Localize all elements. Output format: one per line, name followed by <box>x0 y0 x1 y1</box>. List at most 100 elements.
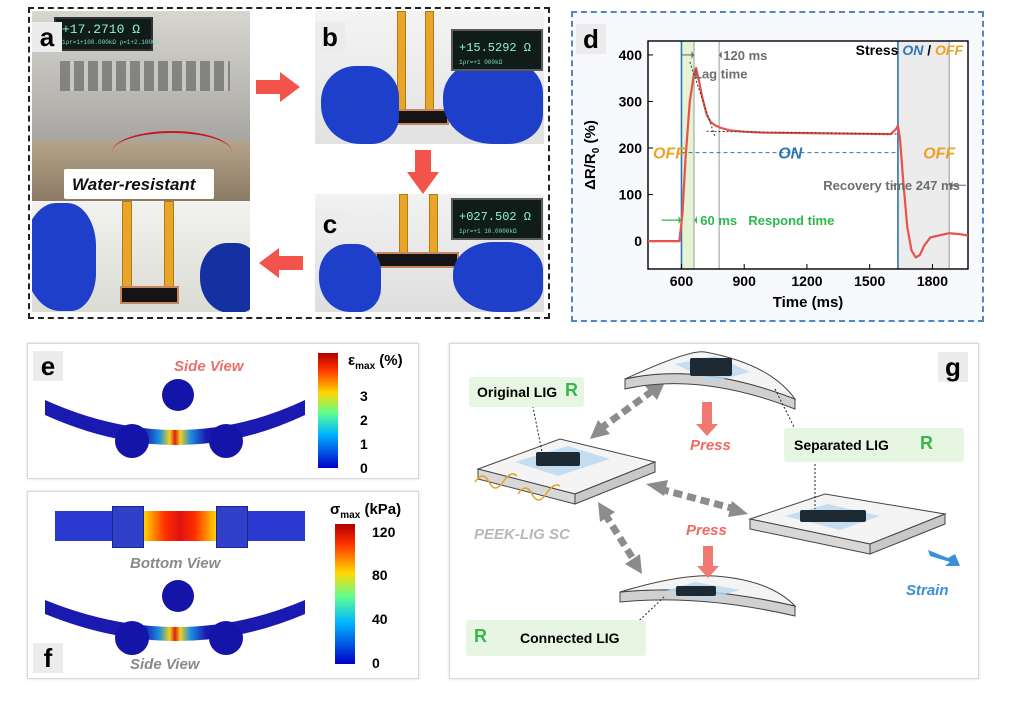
plot-frame <box>647 40 969 270</box>
beam-e <box>45 379 305 458</box>
meter-c-reading: +027.502 Ω <box>459 210 532 224</box>
label-original: Original LIG R <box>469 377 584 407</box>
legend-off: OFF <box>935 42 963 58</box>
panel-e-view: Side View <box>174 358 244 375</box>
meter-c: +027.502 Ω 1ρr=+1 10.0000kΩ <box>451 198 543 240</box>
arrow-b-c <box>407 150 439 194</box>
recovery-arrowhead <box>949 181 953 190</box>
knobs <box>60 61 230 91</box>
y-tick-label-0: 0 <box>634 233 642 249</box>
colorbar-f-tick-0: 120 <box>372 524 396 540</box>
label-separated-r: R <box>920 433 933 453</box>
arrow-c-a <box>259 248 303 278</box>
panel-f-view-top: Bottom View <box>130 555 221 572</box>
colorbar-e-sub: max <box>355 361 376 372</box>
film-a1 <box>122 201 132 293</box>
on-label: ON <box>778 146 802 163</box>
colorbar-e-unit: (%) <box>375 352 403 369</box>
recovery-label: Recovery time 247 ms <box>823 178 960 193</box>
roller-top-f <box>162 580 194 612</box>
respond-arrowhead-right <box>694 216 697 225</box>
meter-c-sub: 1ρr=+1 10.0000kΩ <box>459 228 517 235</box>
y-axis-label: ΔR/R0 (%) <box>582 120 602 190</box>
roller-left-f <box>115 621 149 655</box>
panel-b-label: b <box>315 22 345 52</box>
clamp-left-f <box>112 506 144 548</box>
clamp-right-f <box>216 506 248 548</box>
y-tick-label-1: 100 <box>619 187 643 203</box>
x-tick-label-4: 1800 <box>917 273 948 289</box>
colorbar-e <box>318 353 338 468</box>
label-original-text: Original LIG <box>477 384 558 400</box>
glove-a-left <box>32 203 96 311</box>
legend-stress: Stress <box>856 42 903 58</box>
x-tick-label-3: 1500 <box>854 273 885 289</box>
press-arrow-bottom <box>697 546 719 578</box>
board-right <box>748 493 947 555</box>
roller-left-e <box>115 424 149 458</box>
photo-c: +027.502 Ω 1ρr=+1 10.0000kΩ <box>315 194 544 312</box>
roller-right-e <box>209 424 243 458</box>
panel-a-label: a <box>32 22 62 52</box>
recovery-region <box>897 41 950 269</box>
label-connected-r: R <box>474 626 487 646</box>
meter-b-sub: 1ρr=+1 000kΩ <box>459 59 503 66</box>
meter-a-sub: 1ρr=1+100.000kΩ ρ=1+2.1000Ω <box>62 39 160 46</box>
colorbar-f-tick-2: 40 <box>372 611 388 627</box>
photo-a: +17.2710 Ω 1ρr=1+100.000kΩ ρ=1+2.1000Ω W… <box>32 11 250 312</box>
film-a2 <box>164 201 174 293</box>
y-axis-label-unit: (%) <box>582 120 599 148</box>
cables <box>112 131 232 173</box>
stress-legend: Stress ON / OFF <box>856 42 964 58</box>
label-separated-text: Separated LIG <box>794 437 889 453</box>
colorbar-f-title: σmax (kPa) <box>330 501 401 521</box>
schematic-g <box>474 351 960 650</box>
colorbar-f <box>335 524 355 664</box>
label-connected: R Connected LIG <box>466 620 646 656</box>
sensor-a <box>120 286 179 304</box>
colorbar-f-tick-3: 0 <box>372 655 380 671</box>
panel-f-label: f <box>33 643 63 673</box>
glove-c-left <box>319 244 381 312</box>
lag-arrowhead-right <box>719 50 722 59</box>
colorbar-f-sub: max <box>340 510 361 521</box>
x-tick-label-0: 600 <box>670 273 694 289</box>
respond-label: Respond time <box>748 213 834 228</box>
colorbar-e-tick-1: 2 <box>360 412 368 428</box>
meter-b: +15.5292 Ω 1ρr=+1 000kΩ <box>451 29 543 71</box>
colorbar-e-title: εmax (%) <box>348 352 403 372</box>
x-tick-label-1: 900 <box>733 273 757 289</box>
glove-c-right <box>453 242 543 312</box>
panel-d-label: d <box>576 24 606 54</box>
legend-on: ON <box>902 42 924 58</box>
caption-water-resistant: Water-resistant <box>72 175 196 194</box>
label-original-r: R <box>565 380 578 400</box>
arrow-a-b <box>256 72 300 102</box>
board-top <box>624 351 797 410</box>
press-label-top: Press <box>690 437 731 454</box>
off-label-left: OFF <box>653 146 686 163</box>
colorbar-e-tick-0: 3 <box>360 388 368 404</box>
panel-f-view-bottom: Side View <box>130 656 200 673</box>
arrow-orig-bottom <box>598 502 642 574</box>
film-c2 <box>429 194 438 258</box>
photo-b: +15.5292 Ω 1ρr=+1 000kΩ <box>315 11 544 144</box>
lag-arrowhead-left <box>691 50 695 59</box>
off-label-right: OFF <box>923 146 956 163</box>
meter-a-reading: +17.2710 Ω <box>62 22 141 37</box>
board-bottom <box>619 575 797 617</box>
press-label-bottom: Press <box>686 522 727 539</box>
film-c1 <box>399 194 408 258</box>
legend-sep: / <box>923 42 935 58</box>
colorbar-f-tick-1: 80 <box>372 567 388 583</box>
beam-f <box>45 580 305 655</box>
respond-value: 60 ms <box>700 213 737 228</box>
y-axis-label-main: ΔR/R <box>582 153 599 190</box>
glove-b-left <box>321 66 399 144</box>
panel-c-label: c <box>315 209 345 239</box>
tangent-decay <box>689 61 716 137</box>
colorbar-e-tick-2: 1 <box>360 436 368 452</box>
y-tick-label-4: 400 <box>619 47 643 63</box>
lag-label: Lag time <box>694 67 747 82</box>
